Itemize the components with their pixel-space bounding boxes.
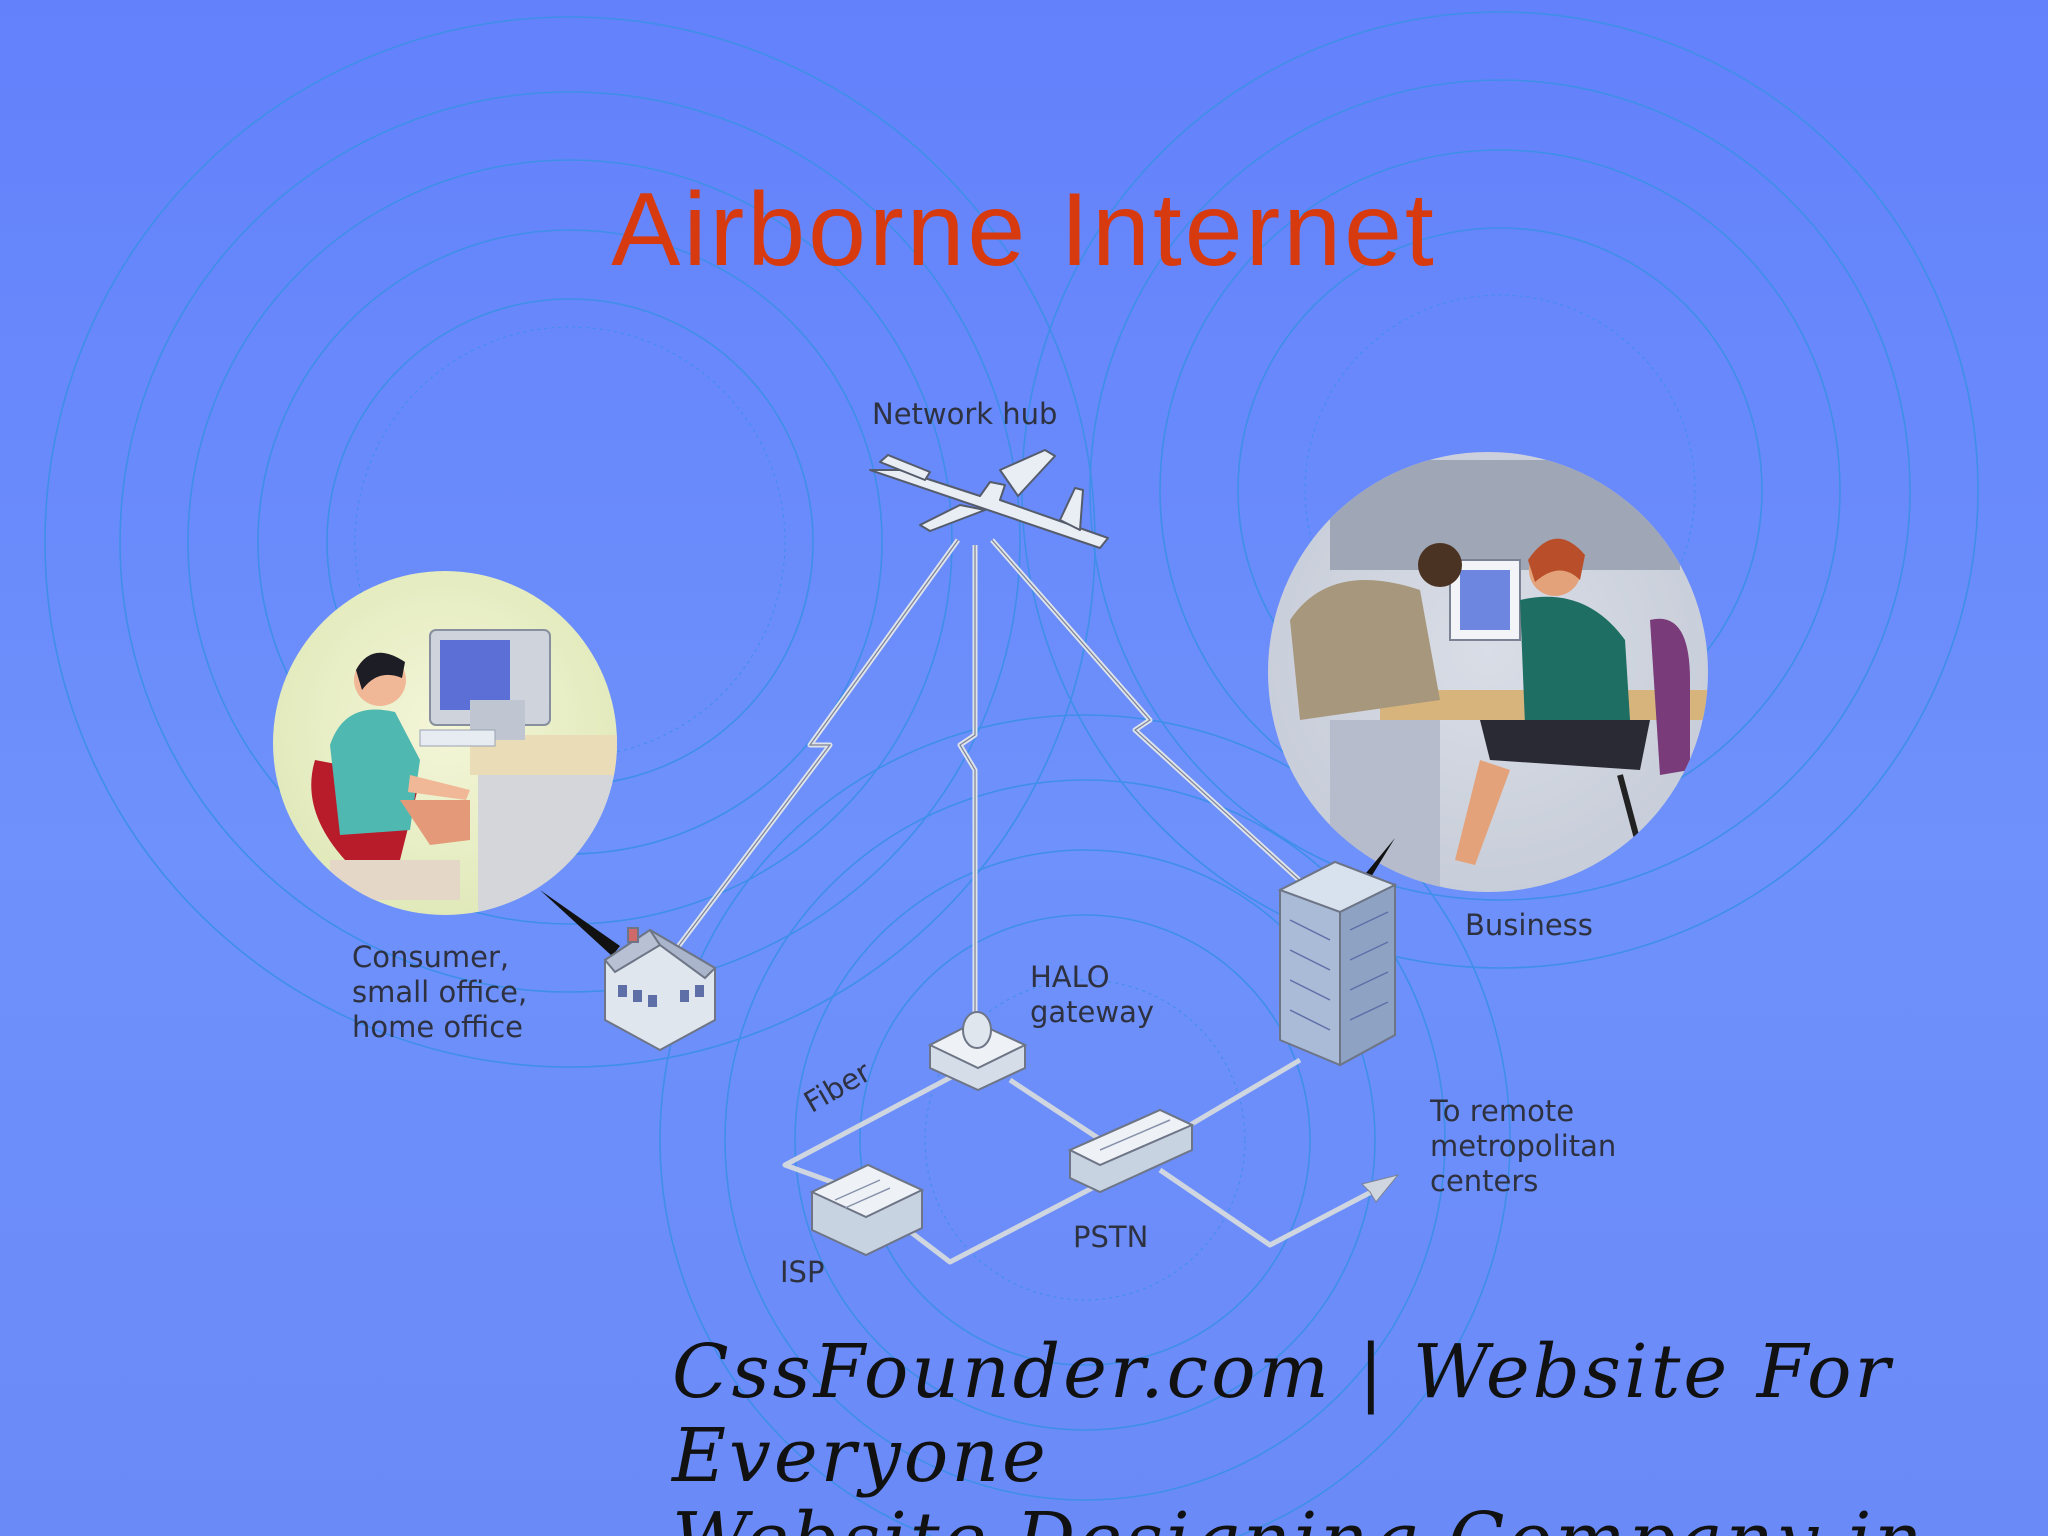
remote-centers-label-line: metropolitan [1430,1129,1617,1163]
isp-server-icon [809,1163,925,1257]
footer-line-2: Everyone [672,1413,1049,1499]
halo-gateway-label-line: gateway [1030,995,1155,1029]
airplane-icon [869,449,1109,549]
pstn-label: PSTN [1073,1220,1149,1254]
consumer-label-line: Consumer, [352,940,510,974]
footer-line-3: Website Designing Company in [672,1498,2002,1536]
network-hub-label: Network hub [872,397,1058,431]
footer-credit: CssFounder.com | Website For Everyone We… [672,1330,2002,1536]
slide-title: Airborne Internet [611,172,1437,288]
office-building-icon [1277,860,1398,1067]
radio-links [666,538,1312,1015]
remote-centers-label-line: To remote [1430,1094,1575,1128]
consumer-label-line: small office, [352,975,528,1009]
halo-gateway-icon [927,1011,1028,1092]
footer-line-1: CssFounder.com | Website For [672,1329,1893,1415]
signal-rings-bottom [659,714,1511,1536]
remote-centers-label: To remote metropolitan centers [1430,1094,1616,1199]
business-label: Business [1465,908,1593,942]
isp-label: ISP [780,1255,825,1289]
remote-centers-label-line: centers [1430,1164,1539,1198]
consumer-illustration [273,571,617,915]
house-icon [603,927,717,1052]
pstn-switch-icon [1067,1108,1195,1194]
halo-gateway-label: HALO gateway [1030,960,1154,1030]
halo-gateway-label-line: HALO [1030,960,1110,994]
consumer-label-line: home office [352,1010,523,1044]
consumer-label: Consumer, small office, home office [352,940,527,1045]
remote-arrow [1361,1174,1400,1203]
business-illustration [1268,452,1708,892]
consumer-callout [540,890,620,956]
